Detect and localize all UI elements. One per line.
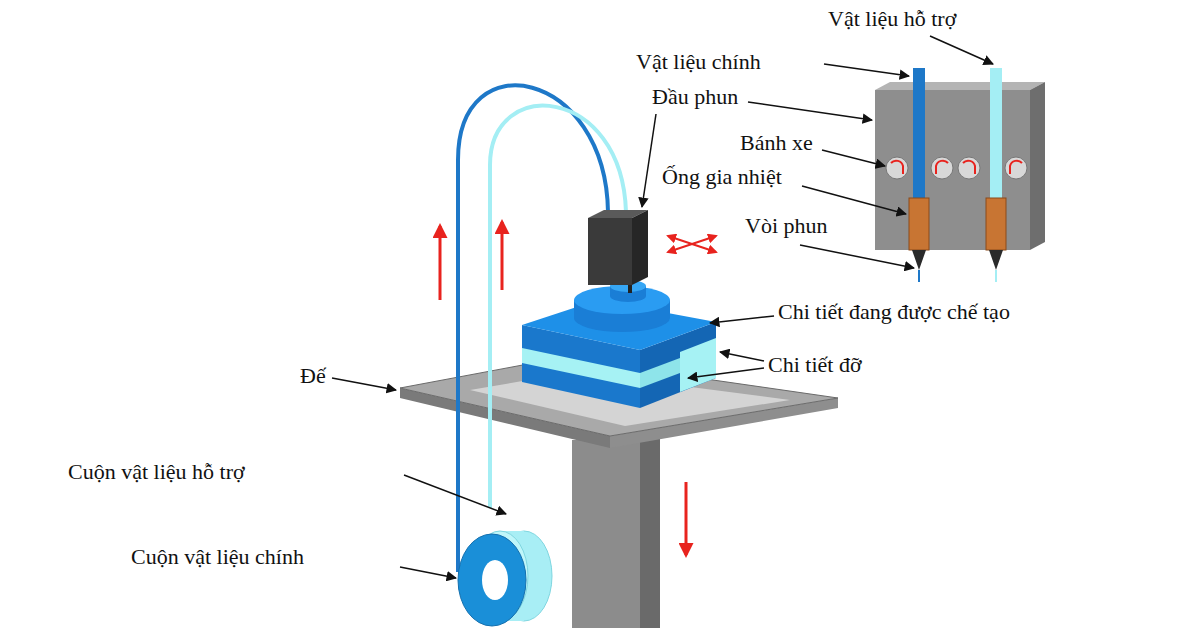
part-label: Vật liệu chính [636,49,761,75]
drive-wheels [886,157,1027,179]
nozzle-detail [875,68,1045,282]
pillar [572,430,660,628]
part-label: Đế [300,363,326,389]
print-head [588,210,648,293]
part-label: Vật liệu hỗ trợ [828,6,956,32]
part-label: Cuộn vật liệu chính [131,544,304,570]
part-label: Vòi phun [745,213,828,239]
printed-part [522,280,716,408]
part-label: Chi tiết đỡ [768,352,862,378]
part-label: Đầu phun [652,84,738,110]
part-label: Ống gia nhiệt [662,164,782,190]
nozzle-tips [912,250,1003,282]
filament-tubes [458,85,626,572]
part-label: Cuộn vật liệu hỗ trợ [68,459,245,485]
part-label: Chi tiết đang được chế tạo [778,299,1010,325]
material-spools [458,531,552,626]
heater-tubes [909,198,1006,250]
part-label: Bánh xe [740,130,813,156]
